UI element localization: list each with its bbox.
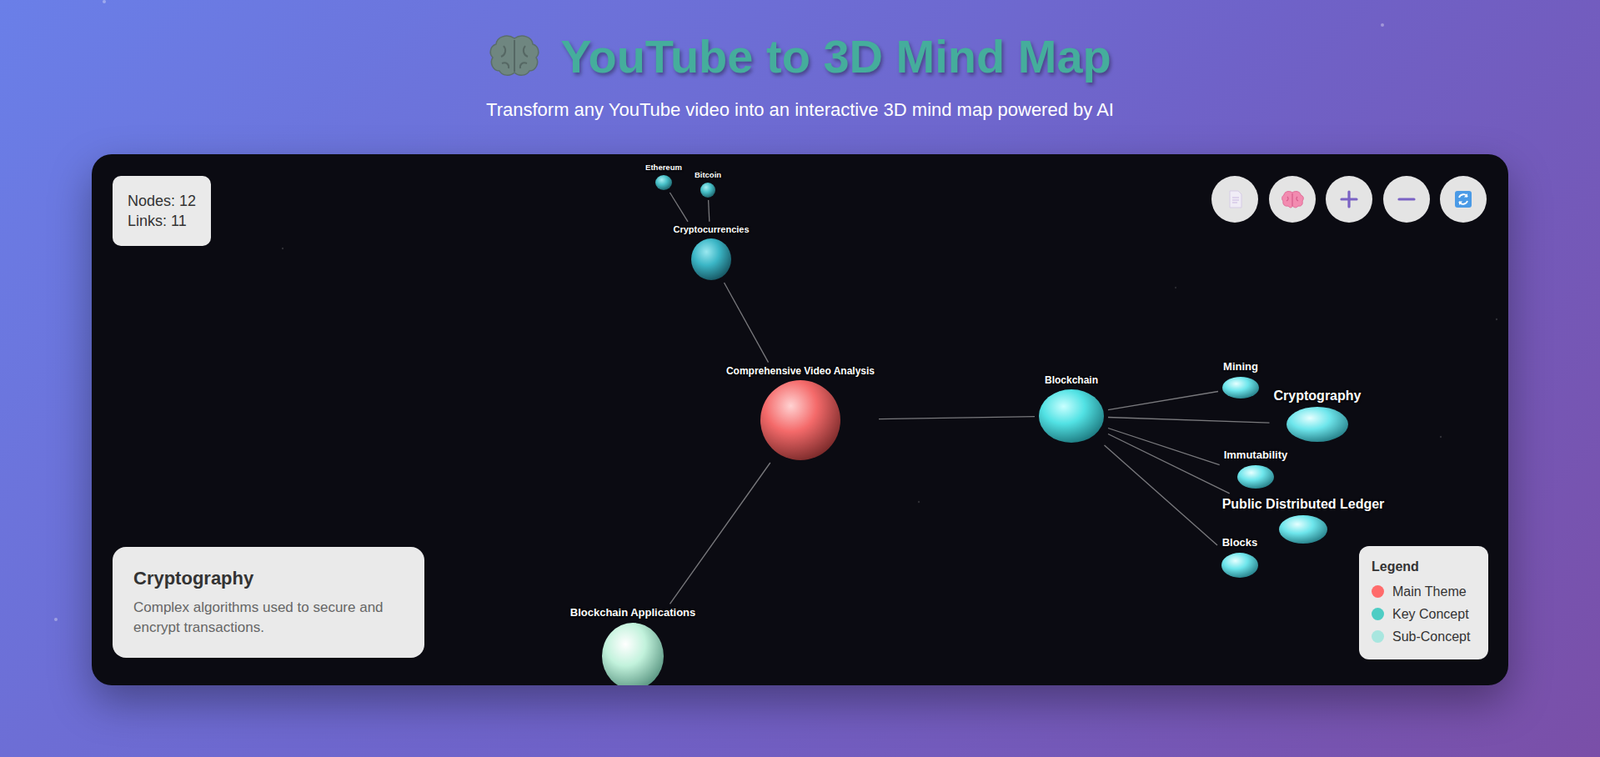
node-label: Cryptocurrencies (672, 224, 749, 236)
node-label: Comprehensive Video Analysis (726, 365, 875, 377)
sphere-shape (1278, 515, 1328, 544)
zoom-out-button (1383, 175, 1430, 223)
concept-sphere (760, 380, 841, 461)
connector-line (724, 282, 769, 363)
connector-line (1108, 417, 1270, 424)
legend-row: Sub-Concept (1371, 625, 1476, 648)
sphere-shape (1222, 376, 1259, 399)
stats-line: Links: 11 (127, 210, 196, 231)
connector-line (878, 416, 1035, 420)
mind-map-canvas: Legend Main ThemeKey ConceptSub-Concept … (91, 154, 1509, 686)
page-title: YouTube to 3D Mind Map (0, 23, 1600, 89)
stats-box: Nodes: 12Links: 11 (112, 175, 211, 246)
plus-icon (1325, 175, 1373, 223)
node-label: Cryptography (1273, 387, 1362, 404)
concept-sphere (1221, 552, 1259, 578)
connector-line (1108, 428, 1220, 466)
export-button (1211, 175, 1259, 223)
concept-node: Immutability (1219, 446, 1293, 492)
concept-node: Ethereum (641, 160, 687, 193)
concept-sphere (1222, 376, 1259, 399)
brain-icon (488, 33, 541, 79)
info-heading: Cryptography (133, 566, 404, 590)
refresh-icon (1439, 175, 1487, 223)
concept-node: Comprehensive Video Analysis (722, 362, 879, 463)
connector-line (708, 200, 710, 222)
legend-row: Key Concept (1371, 602, 1476, 626)
legend-swatch (1371, 630, 1385, 643)
document-icon (1211, 175, 1259, 223)
concept-node: Blockchain (1034, 371, 1109, 446)
reset-button (1439, 175, 1487, 223)
concept-node: Blockchain Applications (566, 603, 701, 686)
info-panel: CryptographyComplex algorithms used to s… (112, 546, 425, 658)
title-text: YouTube to 3D Mind Map (560, 29, 1112, 84)
node-label: Immutability (1223, 448, 1289, 462)
sphere-shape (691, 238, 732, 281)
concept-node: Blocks (1217, 533, 1263, 581)
node-label: Public Distributed Ledger (1222, 496, 1385, 512)
sphere-shape (601, 622, 664, 686)
connector-line (670, 462, 771, 604)
concept-sphere (700, 182, 716, 198)
concept-node: Cryptocurrencies (668, 221, 753, 283)
zoom-in-button (1325, 175, 1373, 223)
legend-swatch (1371, 585, 1385, 598)
sphere-shape (700, 182, 716, 198)
concept-sphere (655, 175, 673, 191)
concept-sphere (1038, 389, 1104, 443)
analyze-button (1268, 175, 1316, 223)
legend-text: Main Theme (1392, 584, 1467, 600)
connector-line (1108, 434, 1230, 494)
legend-heading: Legend (1371, 558, 1476, 576)
connector-line (1104, 445, 1219, 546)
node-label: Bitcoin (694, 170, 722, 180)
info-text: Complex algorithms used to secure and en… (133, 597, 404, 638)
legend-swatch (1371, 607, 1385, 621)
legend-text: Key Concept (1392, 606, 1470, 622)
subtitle: Transform any YouTube video into an inte… (0, 98, 1600, 122)
concept-node: Bitcoin (690, 167, 726, 201)
sphere-shape (1038, 389, 1104, 443)
legend-text: Sub-Concept (1392, 629, 1470, 645)
concept-sphere (1278, 515, 1328, 544)
sphere-shape (1221, 552, 1259, 578)
concept-node: Cryptography (1269, 385, 1366, 445)
node-label: Mining (1223, 360, 1259, 374)
concept-sphere (1286, 406, 1349, 442)
node-label: Ethereum (645, 162, 683, 172)
legend-row: Main Theme (1371, 580, 1476, 603)
connector-line (669, 192, 688, 222)
sphere-shape (1286, 406, 1349, 442)
legend-box: Legend Main ThemeKey ConceptSub-Concept (1359, 546, 1489, 660)
node-label: Blockchain Applications (570, 606, 697, 620)
brain-icon (1268, 175, 1316, 223)
concept-sphere (601, 622, 664, 686)
concept-sphere (691, 238, 732, 281)
sphere-shape (1237, 465, 1274, 489)
stats-line: Nodes: 12 (127, 190, 196, 211)
concept-sphere (1237, 465, 1274, 489)
concept-node: Mining (1218, 357, 1264, 402)
node-label: Blocks (1222, 536, 1259, 550)
connector-line (1108, 391, 1219, 411)
minus-icon (1383, 175, 1430, 223)
node-label: Blockchain (1044, 374, 1099, 387)
sphere-shape (655, 175, 673, 191)
sphere-shape (760, 380, 841, 461)
